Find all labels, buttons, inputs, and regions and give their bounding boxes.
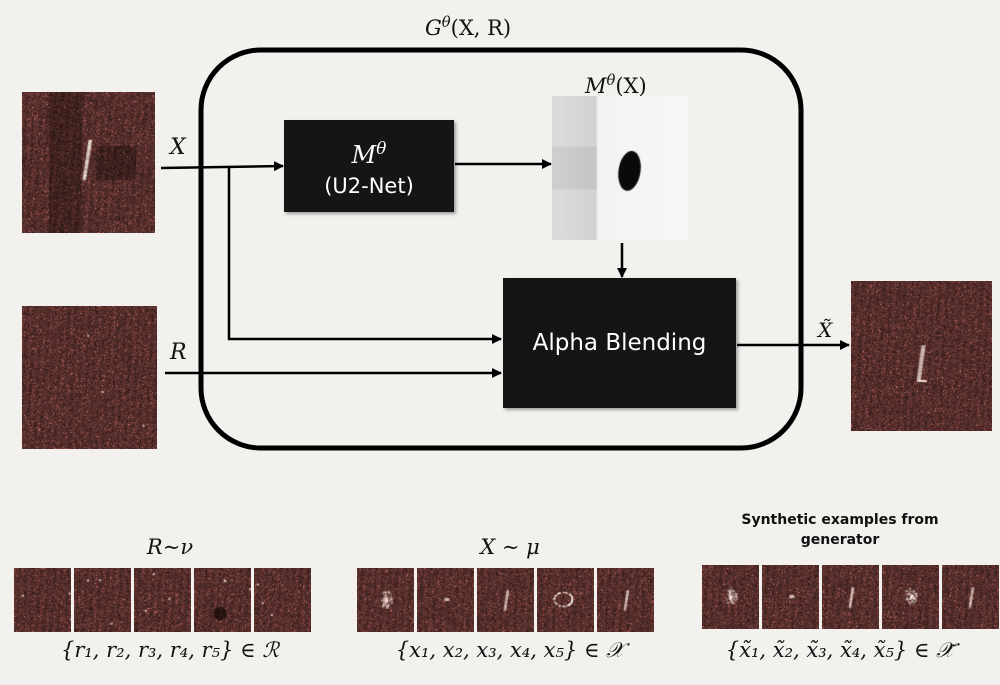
input-image-r [22, 306, 157, 449]
object-sample-canvas [597, 568, 654, 632]
input-image-r-canvas [22, 306, 157, 449]
synthetic-samples-strip [702, 565, 999, 629]
output-image-canvas [851, 281, 992, 431]
synthetic-sample-canvas [702, 565, 759, 629]
synthetic-sample [882, 565, 939, 629]
background-sample [14, 568, 71, 632]
generator-label: Gθ(X, R) [425, 14, 511, 40]
segmenter-title-sup: θ [376, 138, 387, 159]
object-sample-canvas [477, 568, 534, 632]
output-image [851, 281, 992, 431]
input-r-label: R [170, 340, 187, 365]
background-sample [134, 568, 191, 632]
synthetic-set-label: {x̃₁, x̃₂, x̃₃, x̃₄, x̃₅} ∈ 𝒳̃ [725, 638, 955, 662]
input-x-label: X [170, 135, 186, 160]
mask-image-canvas [552, 96, 688, 240]
object-sample [417, 568, 474, 632]
mask-label-symbol: M [585, 74, 607, 99]
alpha-blending-label: Alpha Blending [532, 330, 707, 356]
arrow-x-to-segmenter [160, 161, 284, 172]
mask-label-sup: θ [606, 72, 616, 89]
background-sample-canvas [254, 568, 311, 632]
object-sample [357, 568, 414, 632]
object-samples-strip [357, 568, 654, 632]
background-sample [254, 568, 311, 632]
synthetic-sample [942, 565, 999, 629]
mask-label: Mθ(X) [585, 72, 647, 98]
segmenter-subtitle: (U2-Net) [324, 173, 414, 198]
background-sample [194, 568, 251, 632]
object-sample-canvas [537, 568, 594, 632]
object-sample-canvas [357, 568, 414, 632]
object-dist-title: X ∼ μ [480, 535, 540, 559]
segmenter-block: Mθ (U2-Net) [284, 120, 454, 212]
generator-frame [198, 47, 804, 451]
synthetic-sample-canvas [882, 565, 939, 629]
background-dist-title: R∼ν [146, 535, 194, 559]
generator-label-symbol: G [425, 16, 442, 41]
segmenter-title: Mθ [352, 134, 387, 169]
generator-label-args: (X, R) [450, 16, 512, 41]
background-sample-canvas [14, 568, 71, 632]
background-sample-canvas [74, 568, 131, 632]
object-sample [537, 568, 594, 632]
input-image-x [22, 92, 155, 233]
arrow-x-to-blending [227, 168, 502, 344]
object-sample [597, 568, 654, 632]
background-sample-canvas [194, 568, 251, 632]
synthetic-sample-canvas [822, 565, 879, 629]
background-set-label: {r₁, r₂, r₃, r₄, r₅} ∈ ℛ [60, 638, 280, 662]
object-sample-canvas [417, 568, 474, 632]
synthetic-sample-canvas [942, 565, 999, 629]
input-image-x-canvas [22, 92, 155, 233]
synthetic-sample [822, 565, 879, 629]
mask-label-args: (X) [615, 74, 647, 99]
alpha-blending-block: Alpha Blending [503, 278, 736, 408]
output-label: X̃ [818, 318, 833, 342]
synthetic-title: Synthetic examples from generator [741, 512, 939, 548]
object-sample [477, 568, 534, 632]
synthetic-sample [762, 565, 819, 629]
synthetic-sample [702, 565, 759, 629]
mask-image [552, 96, 688, 240]
segmenter-title-symbol: M [351, 141, 377, 170]
background-samples-strip [14, 568, 311, 632]
synthetic-sample-canvas [762, 565, 819, 629]
generator-label-sup: θ [441, 14, 451, 31]
background-sample-canvas [134, 568, 191, 632]
background-sample [74, 568, 131, 632]
object-set-label: {x₁, x₂, x₃, x₄, x₅} ∈ 𝒳 [395, 638, 625, 662]
